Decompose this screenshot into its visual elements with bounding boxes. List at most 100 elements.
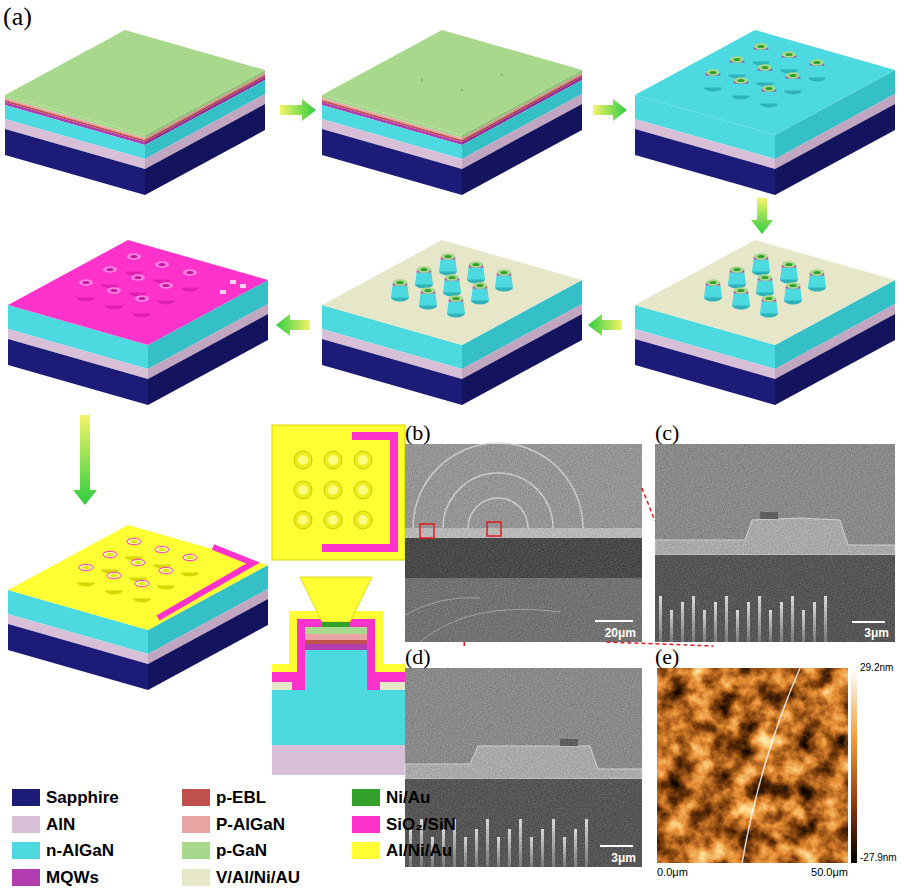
illustration-part	[420, 524, 434, 538]
illustration-part	[272, 611, 322, 672]
axis-tick: 0.0μm	[657, 866, 688, 879]
legend-swatch	[182, 789, 210, 806]
illustration-part	[322, 432, 398, 552]
illustration-part	[240, 284, 246, 288]
image-panel: (c)3μm	[655, 422, 895, 642]
illustration-part	[350, 611, 405, 672]
illustration-part	[405, 668, 642, 867]
legend-text: Al/Ni/Au	[386, 840, 452, 861]
illustration-part	[322, 622, 350, 627]
illustration-part	[852, 621, 885, 623]
illustration-part	[77, 253, 199, 317]
legend-text: SiO₂/SiN	[386, 814, 456, 835]
illustration-part	[5, 30, 265, 135]
legend-swatch	[12, 789, 40, 806]
scale-label: 3μm	[864, 626, 889, 640]
legend-swatch	[352, 789, 380, 806]
illustration-part	[322, 30, 582, 135]
illustration-part	[305, 640, 367, 644]
illustration-part	[635, 240, 895, 345]
process-block	[635, 30, 895, 195]
illustration-part	[294, 481, 312, 499]
illustration-part	[272, 690, 405, 745]
illustration-part	[588, 314, 622, 336]
illustration-part	[751, 198, 773, 234]
illustration-part	[305, 634, 367, 640]
illustration-part	[272, 682, 292, 690]
image-panel: (e)	[655, 646, 850, 867]
scale-label: 20μm	[605, 626, 636, 640]
illustration-part	[487, 522, 501, 536]
legend-swatch	[12, 816, 40, 833]
panel-letter: (d)	[405, 646, 431, 668]
illustration-part	[635, 30, 895, 135]
legend-swatch	[12, 842, 40, 859]
illustration-part	[272, 745, 405, 775]
image-panel: (b) 20μm	[405, 422, 642, 642]
illustration-part	[742, 668, 800, 863]
illustration-part	[272, 425, 405, 560]
illustration-part	[704, 253, 826, 317]
illustration-part	[655, 444, 895, 642]
illustration-part	[461, 89, 463, 91]
illustration-part	[305, 650, 367, 690]
illustration-part	[305, 627, 367, 634]
legend-swatch	[12, 869, 40, 886]
colorbar-value: 29.2nm	[860, 662, 893, 674]
legend-text: n-AlGaN	[46, 840, 114, 861]
illustration-part	[77, 538, 199, 602]
illustration-part	[280, 99, 316, 121]
top-view	[272, 425, 405, 560]
legend-text: Sapphire	[46, 787, 119, 808]
panel-letter: (a)	[3, 2, 32, 32]
illustration-part	[276, 314, 310, 336]
illustration-part	[354, 511, 372, 529]
illustration-part	[405, 444, 642, 642]
illustration-part	[73, 415, 97, 505]
illustration-part	[704, 43, 826, 107]
illustration-part	[391, 253, 513, 317]
sem-image	[405, 443, 642, 642]
legend-text: AlN	[46, 814, 75, 835]
illustration-part	[657, 668, 848, 863]
illustration-part	[655, 444, 895, 642]
legend-swatch	[352, 816, 380, 833]
illustration-part	[354, 481, 372, 499]
illustration-part	[421, 79, 423, 81]
illustration-part	[324, 511, 342, 529]
legend-swatch	[182, 816, 210, 833]
illustration-part	[305, 644, 367, 650]
zoom-line	[464, 642, 466, 646]
illustration-part	[294, 511, 312, 529]
colorbar-value: -27.9nm	[860, 852, 897, 864]
illustration-part	[593, 99, 627, 121]
zoom-line	[642, 488, 655, 521]
illustration-part	[600, 845, 633, 847]
panel-letter: (b)	[405, 422, 431, 444]
illustration-part	[322, 240, 582, 345]
illustration-part	[405, 668, 642, 867]
illustration-part	[501, 74, 503, 76]
illustration-part	[8, 240, 268, 345]
legend-text: p-EBL	[216, 787, 266, 808]
illustration-part	[380, 682, 405, 690]
process-block	[635, 240, 895, 405]
illustration-part	[8, 525, 268, 630]
illustration-part	[405, 444, 642, 642]
legend-text: P-AlGaN	[216, 814, 285, 835]
process-block	[322, 30, 582, 195]
illustration-part	[294, 451, 312, 469]
panel-letter: (e)	[655, 646, 679, 668]
illustration-part	[354, 451, 372, 469]
legend-swatch	[352, 842, 380, 859]
illustration-part	[595, 620, 633, 622]
legend-text: MQWs	[46, 867, 99, 888]
axis-tick: 50.0μm	[811, 866, 848, 879]
process-block	[8, 525, 268, 690]
process-block	[5, 30, 265, 195]
sem-image	[655, 444, 895, 642]
